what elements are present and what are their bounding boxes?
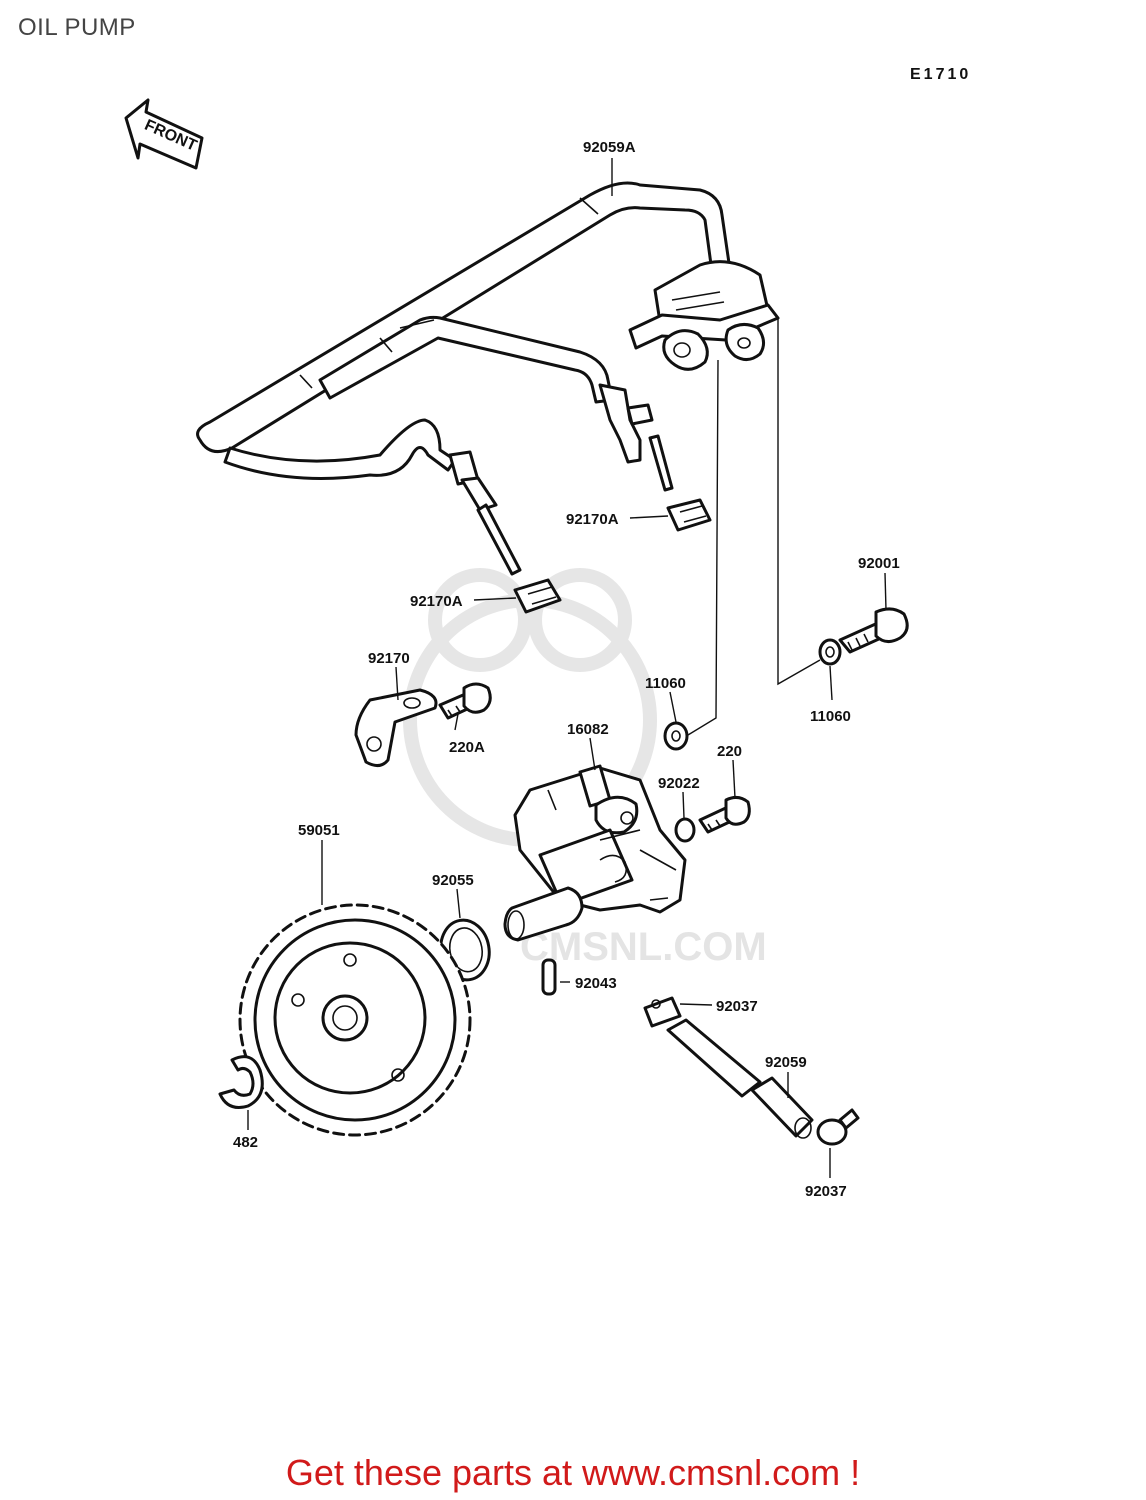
callout-92059: 92059 — [765, 1054, 807, 1071]
callout-92170A-upper: 92170A — [566, 511, 619, 528]
callout-92037-upper: 92037 — [716, 998, 758, 1015]
page-title: OIL PUMP — [18, 14, 136, 41]
washer-11060-left[interactable] — [663, 721, 689, 751]
callout-92055: 92055 — [432, 872, 474, 889]
callout-220: 220 — [717, 743, 742, 760]
callout-92059A: 92059A — [583, 139, 636, 156]
diagram-code: E1710 — [910, 66, 972, 83]
circlip-482[interactable] — [218, 1055, 264, 1109]
callout-11060-right: 11060 — [810, 708, 851, 725]
hose-92059[interactable] — [666, 1018, 814, 1139]
guide-line-banjo-to-pump — [687, 359, 719, 736]
leader-lines — [247, 158, 887, 1178]
callout-220A: 220A — [449, 739, 485, 756]
clamp-92037-upper[interactable] — [643, 996, 682, 1028]
banjo-bolt-92001[interactable] — [838, 607, 909, 654]
washer-92022[interactable] — [674, 817, 696, 843]
pin-92043[interactable] — [541, 958, 557, 996]
callout-92001: 92001 — [858, 555, 900, 572]
clamp-92170A-lower[interactable] — [513, 578, 562, 614]
bolt-220[interactable] — [698, 795, 751, 834]
watermark-text: CMSNL.COM — [520, 925, 767, 969]
gear-59051[interactable] — [238, 903, 472, 1137]
footer-cta[interactable]: Get these parts at www.cmsnl.com ! — [285, 1452, 861, 1493]
clamp-92037-lower[interactable] — [816, 1108, 860, 1146]
clamp-92170A-upper[interactable] — [666, 498, 712, 532]
front-arrow-icon[interactable]: FRONT — [124, 98, 204, 170]
callout-92022: 92022 — [658, 775, 700, 792]
callout-92037-lower: 92037 — [805, 1183, 847, 1200]
callout-92170: 92170 — [368, 650, 410, 667]
callout-92043: 92043 — [575, 975, 617, 992]
guide-line-banjo-to-bolt — [777, 318, 821, 686]
callout-16082: 16082 — [567, 721, 609, 738]
bolt-220A[interactable] — [438, 682, 492, 720]
callout-59051: 59051 — [298, 822, 340, 839]
callout-92170A-lower: 92170A — [410, 593, 463, 610]
callout-11060-left: 11060 — [645, 675, 686, 692]
oil-pump-16082[interactable] — [503, 764, 687, 942]
callout-482: 482 — [233, 1134, 258, 1151]
bracket-92170[interactable] — [354, 688, 438, 767]
washer-11060-right[interactable] — [818, 638, 842, 666]
